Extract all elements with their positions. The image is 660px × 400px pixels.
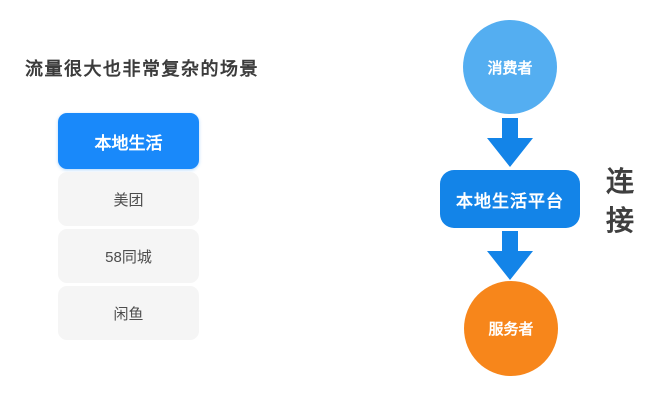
consumer-node-label: 消费者 [487,59,533,77]
arrow-down-icon [487,231,533,280]
page-title: 流量很大也非常复杂的场景 [25,59,259,79]
platform-node-label: 本地生活平台 [456,191,564,211]
connect-side-label: 连接 [605,166,634,236]
provider-node: 服务者 [464,281,558,376]
list-item-meituan[interactable]: 美团 [58,172,199,226]
arrow-down-icon [487,118,533,167]
consumer-node: 消费者 [463,20,557,114]
list-item-xianyu[interactable]: 闲鱼 [58,286,199,340]
platform-node: 本地生活平台 [440,170,580,228]
list-item-bendishenghuo[interactable]: 本地生活 [58,113,199,169]
provider-node-label: 服务者 [488,321,534,338]
list-item-58tongcheng[interactable]: 58同城 [58,229,199,283]
platform-list: 本地生活 美团 58同城 闲鱼 [58,113,199,340]
